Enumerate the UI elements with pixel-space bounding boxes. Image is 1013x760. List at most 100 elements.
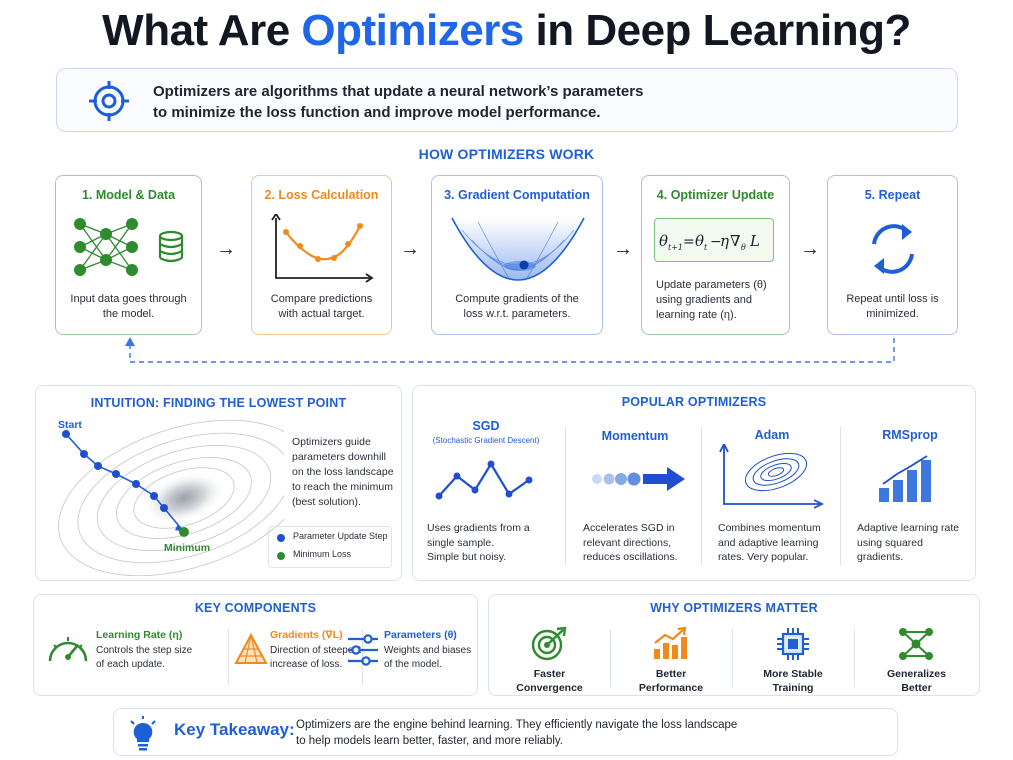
component-name: Learning Rate (η) xyxy=(96,629,183,641)
component-learning-rate: Learning Rate (η) Controls the step size… xyxy=(96,629,192,672)
update-formula-svg: θ t+1 = θ t − η ∇ θ L xyxy=(659,232,760,252)
intuition-title: INTUITION: FINDING THE LOWEST POINT xyxy=(90,396,347,410)
flow-arrow: → xyxy=(400,238,420,260)
optimizer-adam: Adam Combines momentum and adaptive lear… xyxy=(704,386,840,580)
optimizer-desc-line: Uses gradients from a xyxy=(427,522,530,534)
divider xyxy=(610,629,611,687)
component-name: Gradients (∇L) xyxy=(270,629,343,641)
optimizer-momentum: Momentum Accelerates SGD in relevant dir… xyxy=(569,386,701,580)
cpu-chip-icon xyxy=(777,628,809,660)
optimizer-rmsprop: RMSprop Adaptive learning rate using squ… xyxy=(843,386,977,580)
component-parameters: Parameters (θ) Weights and biases of the… xyxy=(384,629,471,672)
component-desc-line: increase of loss. xyxy=(270,659,343,670)
optimizer-subtitle: (Stochastic Gradient Descent) xyxy=(432,436,540,445)
how-section-title: HOW OPTIMIZERS WORK xyxy=(418,146,595,162)
intuition-desc-line: (best solution). xyxy=(292,496,361,508)
rmsprop-bars-icon xyxy=(879,455,931,502)
gradient-bowl-icon xyxy=(451,217,585,281)
feedback-loop-arrow xyxy=(125,337,895,363)
step-desc: Update parameters (θ) using gradients an… xyxy=(656,278,786,323)
svg-text:=: = xyxy=(683,234,695,250)
why-label: Better Performance xyxy=(610,667,732,695)
key-takeaway-box: Key Takeaway: Optimizers are the engine … xyxy=(113,708,898,756)
title-highlight: Optimizers xyxy=(301,6,524,55)
component-desc-line: Weights and biases xyxy=(384,645,472,656)
gradient-pyramid-icon xyxy=(234,633,268,664)
optimizer-desc-line: Adaptive learning rate xyxy=(857,522,960,534)
step-desc: Input data goes through the model. xyxy=(56,292,201,322)
start-label: Start xyxy=(58,419,82,431)
growth-chart-icon xyxy=(654,627,687,659)
why-optimizers-panel: WHY OPTIMIZERS MATTER Faster Convergence… xyxy=(488,594,980,696)
component-desc-line: of each update. xyxy=(96,659,165,670)
step-title: 3. Gradient Computation xyxy=(444,188,590,202)
optimizer-sgd: SGD (Stochastic Gradient Descent) Uses g… xyxy=(413,386,559,580)
step-desc-line: Input data goes through xyxy=(70,293,187,305)
divider xyxy=(565,426,566,566)
why-better-performance: Better Performance xyxy=(610,595,732,695)
step-desc-line: Compare predictions xyxy=(270,293,373,305)
why-label: Faster Convergence xyxy=(489,667,610,695)
why-label: More Stable Training xyxy=(732,667,854,695)
intuition-legend: Parameter Update Step Minimum Loss xyxy=(268,526,392,568)
svg-text:t: t xyxy=(704,243,708,252)
optimizer-desc-line: rates. Very popular. xyxy=(718,551,809,563)
legend-min-dot xyxy=(277,552,285,560)
target-arrow-icon xyxy=(531,627,567,661)
step-repeat: 5. Repeat Repeat until loss is minimized… xyxy=(827,175,958,335)
why-label-line: Faster xyxy=(533,668,566,680)
optimizer-desc-line: gradients. xyxy=(857,551,904,563)
svg-text:θ: θ xyxy=(695,232,704,250)
why-generalizes-better: Generalizes Better xyxy=(854,595,979,695)
why-label-line: Convergence xyxy=(516,682,583,694)
flow-arrow: → xyxy=(800,238,820,260)
optimizer-desc-line: Simple but noisy. xyxy=(427,551,507,563)
optimizer-desc-line: Combines momentum xyxy=(718,522,821,534)
step-gradient-computation: 3. Gradient Computation Compute gradient… xyxy=(431,175,603,335)
title-prefix: What Are xyxy=(102,6,302,55)
why-label-line: More Stable xyxy=(763,668,823,680)
step-desc: Repeat until loss is minimized. xyxy=(828,292,957,322)
intuition-desc-line: to reach the minimum xyxy=(292,481,393,493)
definition-box: Optimizers are algorithms that update a … xyxy=(56,68,958,132)
step-desc-line: Compute gradients of the xyxy=(455,293,579,305)
lightbulb-icon xyxy=(130,716,156,751)
update-formula: θ t+1 = θ t − η ∇ θ L xyxy=(654,218,774,262)
components-title: KEY COMPONENTS xyxy=(194,601,317,615)
svg-text:L: L xyxy=(749,232,760,250)
divider xyxy=(840,426,841,566)
definition-line-1: Optimizers are algorithms that update a … xyxy=(153,83,644,100)
component-name: Parameters (θ) xyxy=(384,629,457,641)
takeaway-label: Key Takeaway: xyxy=(174,720,295,739)
step-title: 4. Optimizer Update xyxy=(656,188,775,202)
step-desc-line: Repeat until loss is xyxy=(846,293,939,305)
component-desc-line: of the model. xyxy=(384,659,442,670)
component-desc-line: Direction of steepest xyxy=(270,645,362,656)
neural-network-icon xyxy=(74,218,184,276)
adam-contour-icon xyxy=(719,444,824,509)
gauge-icon xyxy=(48,637,88,662)
step-loss-calculation: 2. Loss Calculation Compare predictions … xyxy=(251,175,392,335)
optimizer-name: RMSprop xyxy=(882,428,938,442)
flow-arrow: → xyxy=(216,238,236,260)
step-optimizer-update: 4. Optimizer Update θ t+1 = θ t − η ∇ θ … xyxy=(641,175,790,335)
optimizer-desc: Adaptive learning rate using squared gra… xyxy=(857,521,971,565)
step-desc-line: using gradients and xyxy=(656,294,753,306)
why-label-line: Better xyxy=(655,668,687,680)
sgd-zigzag-icon xyxy=(435,460,533,500)
divider xyxy=(732,629,733,687)
step-title: 1. Model & Data xyxy=(81,188,176,202)
why-faster-convergence: Faster Convergence xyxy=(489,595,610,695)
step-desc-line: the model. xyxy=(102,308,155,320)
optimizer-name: SGD xyxy=(472,419,500,433)
optimizer-desc: Uses gradients from a single sample. Sim… xyxy=(427,521,553,565)
svg-text:t+1: t+1 xyxy=(668,243,683,252)
optimizer-desc: Combines momentum and adaptive learning … xyxy=(718,521,834,565)
intuition-desc: Optimizers guide parameters downhill on … xyxy=(292,435,394,510)
why-label: Generalizes Better xyxy=(854,667,979,695)
momentum-arrow-icon xyxy=(592,467,685,491)
intuition-desc-line: parameters downhill xyxy=(292,451,386,463)
loss-landscape-diagram xyxy=(58,419,284,576)
legend-step-dot xyxy=(277,534,285,542)
popular-title: POPULAR OPTIMIZERS xyxy=(621,395,767,409)
